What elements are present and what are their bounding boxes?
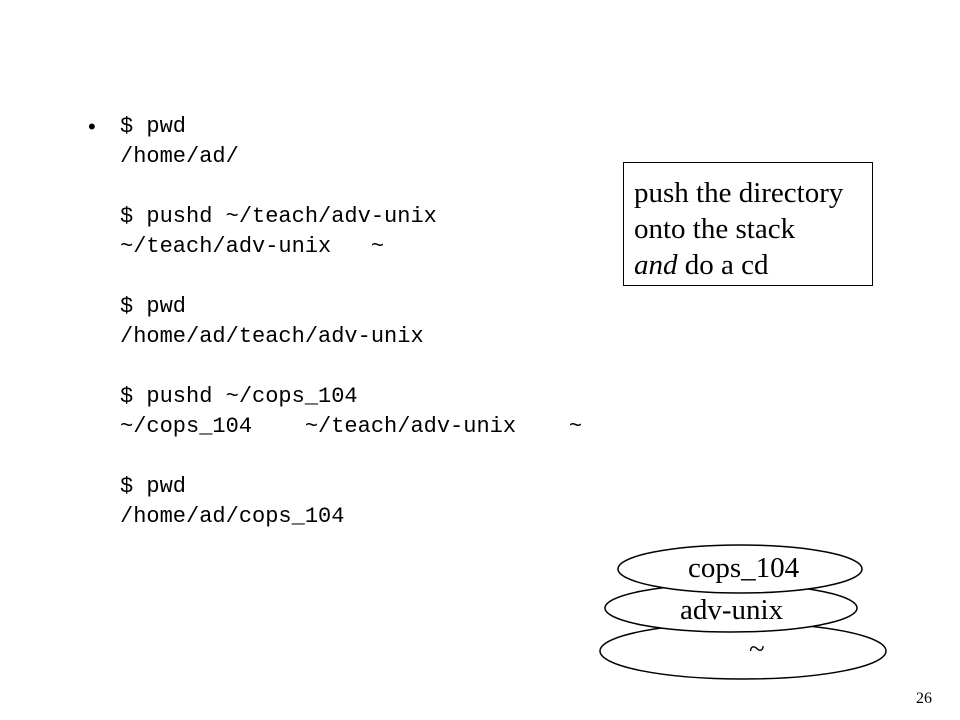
code-line-pushd-adv-unix: $ pushd ~/teach/adv-unix: [120, 204, 437, 229]
code-line-stack-output-2: ~/cops_104 ~/teach/adv-unix ~: [120, 414, 583, 439]
page-number: 26: [916, 690, 932, 707]
stack-label-top: cops_104: [688, 552, 800, 584]
callout-box: push the directory onto the stack and do…: [623, 162, 873, 286]
code-line-pwd-1: $ pwd: [120, 114, 187, 139]
code-line-stack-output-1: ~/teach/adv-unix ~: [120, 234, 385, 259]
bullet-marker: •: [88, 114, 96, 139]
callout-italic-word: and: [634, 249, 678, 281]
callout-line-3: and do a cd: [634, 247, 872, 283]
code-line-output-cops: /home/ad/cops_104: [120, 504, 345, 529]
callout-line-2: onto the stack: [634, 213, 796, 245]
code-line-pushd-cops: $ pushd ~/cops_104: [120, 384, 358, 409]
stack-label-bottom: ~: [749, 633, 765, 665]
stack-ellipse-top: [617, 544, 863, 594]
code-line-output-adv-unix: /home/ad/teach/adv-unix: [120, 324, 424, 349]
code-line-pwd-3: $ pwd: [120, 474, 187, 499]
callout-line-1: push the directory: [634, 177, 844, 209]
stack-label-middle: adv-unix: [680, 594, 784, 626]
callout-line-3-rest: do a cd: [677, 249, 769, 281]
code-line-output-home: /home/ad/: [120, 144, 239, 169]
code-line-pwd-2: $ pwd: [120, 294, 187, 319]
